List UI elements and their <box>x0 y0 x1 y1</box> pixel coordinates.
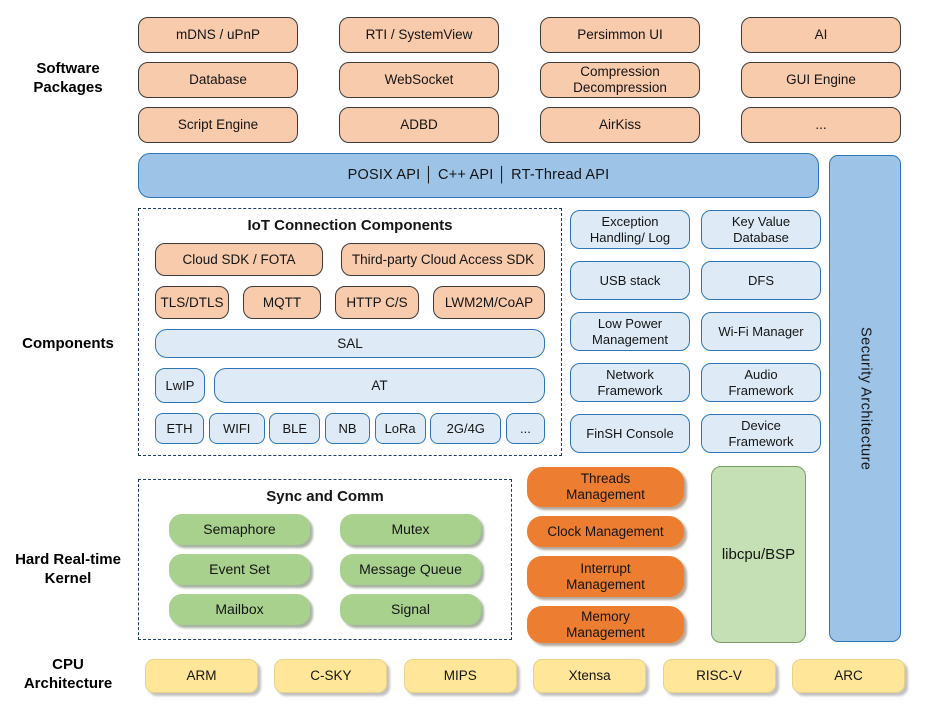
software-package-box: RTI / SystemView <box>339 17 499 53</box>
section-label-software-packages: Software Packages <box>33 60 103 96</box>
software-package-box: ADBD <box>339 107 499 143</box>
component-box: Network Framework <box>570 363 690 402</box>
cpu-arch-box: Xtensa <box>533 659 647 693</box>
software-package-box: AI <box>741 17 901 53</box>
kernel-object-box: Event Set <box>169 554 310 585</box>
kernel-object-box: Mutex <box>340 514 481 545</box>
link-layer-box: BLE <box>269 413 321 444</box>
software-package-box: Compression Decompression <box>540 62 700 98</box>
iot-sdk-box: Third-party Cloud Access SDK <box>341 243 545 276</box>
component-box: Exception Handling/ Log <box>570 210 690 249</box>
link-layer-box: LoRa <box>374 413 426 444</box>
iot-protocol-box: TLS/DTLS <box>155 286 229 319</box>
component-box: FinSH Console <box>570 414 690 453</box>
iot-sdk-box: Cloud SDK / FOTA <box>155 243 323 276</box>
kernel-management-box: Interrupt Management <box>527 556 684 597</box>
link-layer-box: ... <box>505 413 545 444</box>
api-layer-bar: POSIX API │ C++ API │ RT-Thread API <box>138 153 819 198</box>
software-package-box: GUI Engine <box>741 62 901 98</box>
software-package-box: Persimmon UI <box>540 17 700 53</box>
component-box: Audio Framework <box>701 363 821 402</box>
kernel-object-box: Signal <box>340 594 481 625</box>
software-package-box: mDNS / uPnP <box>138 17 298 53</box>
kernel-group-title: Sync and Comm <box>266 488 384 505</box>
link-layer-box: 2G/4G <box>430 413 502 444</box>
section-label-components: Components <box>22 335 114 352</box>
iot-connection-components-group: IoT Connection Components Cloud SDK / FO… <box>138 208 562 456</box>
software-package-box: ... <box>741 107 901 143</box>
iot-protocol-box: MQTT <box>243 286 321 319</box>
security-architecture-bar: Security Architecture <box>829 155 901 642</box>
software-packages-grid: mDNS / uPnP RTI / SystemView Persimmon U… <box>138 17 901 143</box>
software-package-box: AirKiss <box>540 107 700 143</box>
component-box: Device Framework <box>701 414 821 453</box>
kernel-object-box: Message Queue <box>340 554 481 585</box>
component-box: Low Power Management <box>570 312 690 351</box>
kernel-management-column: Threads Management Clock Management Inte… <box>527 467 684 643</box>
iot-protocol-box: LWM2M/CoAP <box>433 286 545 319</box>
cpu-arch-box: ARM <box>145 659 258 693</box>
kernel-management-box: Memory Management <box>527 606 684 643</box>
cpu-arch-box: MIPS <box>403 659 517 693</box>
software-package-box: WebSocket <box>339 62 499 98</box>
iot-group-title: IoT Connection Components <box>247 217 453 234</box>
libcpu-bsp-box: libcpu/BSP <box>711 466 806 643</box>
component-box: Key Value Database <box>701 210 821 249</box>
lwip-box: LwIP <box>155 368 205 403</box>
section-label-cpu-architecture: CPU Architecture <box>23 656 113 692</box>
software-package-box: Script Engine <box>138 107 298 143</box>
cpu-arch-box: RISC-V <box>662 659 776 693</box>
kernel-object-box: Semaphore <box>169 514 310 545</box>
link-layer-box: NB <box>324 413 370 444</box>
component-box: USB stack <box>570 261 690 300</box>
section-label-hard-real-time-kernel: Hard Real-time Kernel <box>15 551 121 587</box>
iot-protocol-box: HTTP C/S <box>335 286 419 319</box>
sal-layer-box: SAL <box>155 329 545 358</box>
cpu-arch-box: C-SKY <box>274 659 388 693</box>
component-box: Wi-Fi Manager <box>701 312 821 351</box>
kernel-management-box: Threads Management <box>527 467 684 507</box>
link-layer-box: WIFI <box>208 413 265 444</box>
kernel-object-box: Mailbox <box>169 594 310 625</box>
link-layer-box: ETH <box>155 413 204 444</box>
component-box: DFS <box>701 261 821 300</box>
components-grid: Exception Handling/ Log Key Value Databa… <box>570 210 821 453</box>
software-package-box: Database <box>138 62 298 98</box>
cpu-arch-box: ARC <box>791 659 905 693</box>
cpu-architecture-row: ARM C-SKY MIPS Xtensa RISC-V ARC <box>145 659 905 693</box>
at-layer-box: AT <box>214 368 545 403</box>
sync-and-comm-group: Sync and Comm Semaphore Mutex Event Set … <box>138 479 512 640</box>
kernel-management-box: Clock Management <box>527 516 684 547</box>
